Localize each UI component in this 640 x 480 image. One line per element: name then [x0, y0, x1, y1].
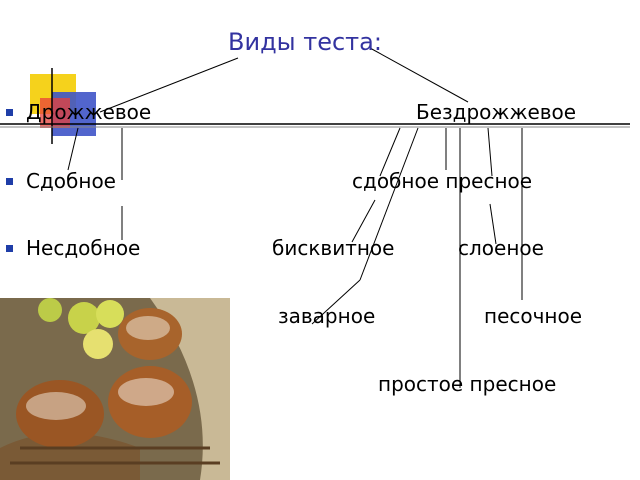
decorative-squares	[30, 68, 96, 144]
yeast-free-child-rich-plain: сдобное пресное	[352, 169, 533, 193]
yeast-dough-label: Дрожжевое	[26, 100, 152, 124]
yeast-free-child-sponge: бисквитное	[272, 236, 395, 260]
yeast-free-child-puff: слоеное	[458, 236, 544, 260]
bullet-icon	[6, 245, 13, 252]
yeast-child-rich: Сдобное	[26, 169, 116, 193]
croissant-basket-photo	[0, 298, 230, 480]
yeast-child-plain: Несдобное	[26, 236, 141, 260]
bullet-icon	[6, 178, 13, 185]
bullet-icon	[6, 109, 13, 116]
yeast-free-child-shortcrust: песочное	[484, 304, 583, 328]
diagram-title: Виды теста:	[228, 28, 382, 56]
yeast-free-child-simple-plain: простое пресное	[378, 372, 557, 396]
yeast-free-dough-label: Бездрожжевое	[416, 100, 577, 124]
yeast-free-child-choux: заварное	[278, 304, 376, 328]
